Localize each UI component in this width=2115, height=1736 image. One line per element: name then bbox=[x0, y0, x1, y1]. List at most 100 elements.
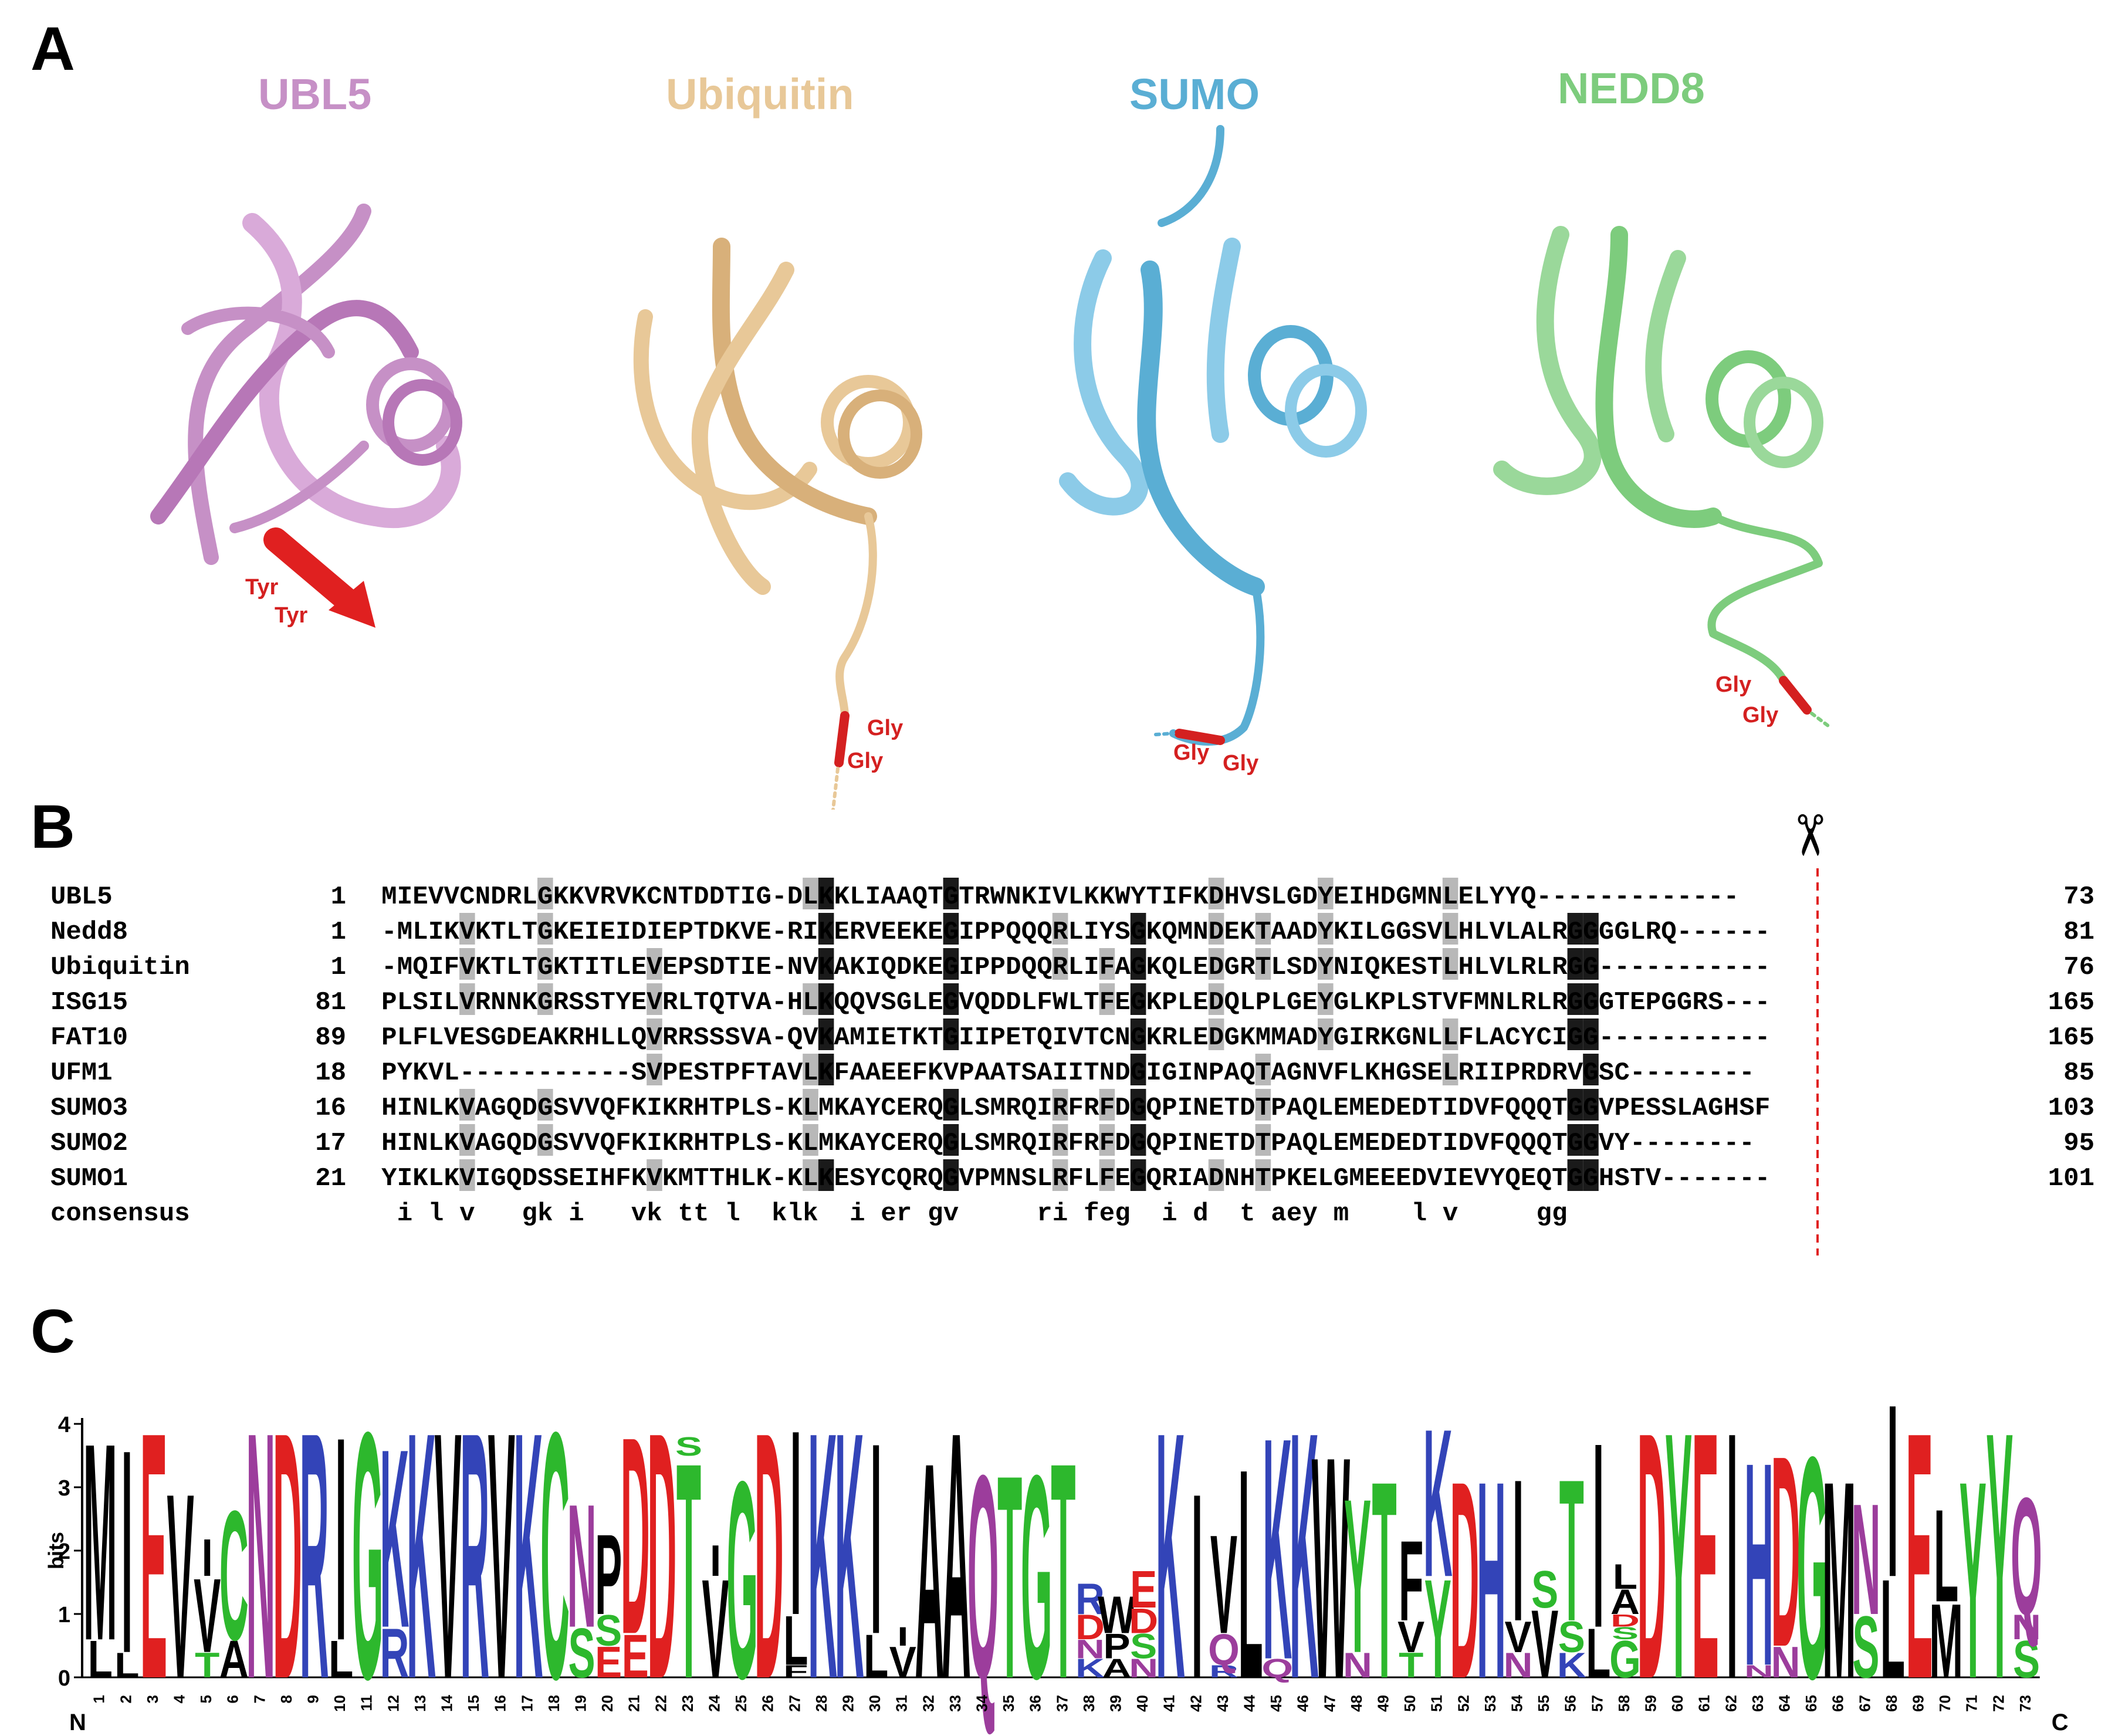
alignment-residue: - bbox=[459, 1058, 475, 1088]
alignment-residue: I bbox=[647, 918, 662, 947]
alignment-residue: T bbox=[1256, 1129, 1271, 1158]
alignment-residue: E bbox=[1630, 988, 1645, 1017]
alignment-residue: D bbox=[522, 1094, 537, 1123]
alignment-residue: E bbox=[756, 918, 771, 947]
alignment-residue: A bbox=[881, 882, 896, 912]
alignment-residue: V bbox=[1646, 1164, 1661, 1193]
alignment-residue: G bbox=[1583, 988, 1598, 1017]
alignment-residue: Q bbox=[1021, 1129, 1037, 1158]
logo-letter: N bbox=[1075, 1635, 1105, 1664]
alignment-residue: E bbox=[1630, 1094, 1645, 1123]
alignment-residue: - bbox=[1630, 882, 1645, 912]
alignment-residue: H bbox=[693, 1094, 709, 1123]
alignment-residue: N bbox=[1193, 1129, 1208, 1158]
alignment-residue: V bbox=[1240, 882, 1256, 912]
alignment-residue: G bbox=[1599, 988, 1614, 1017]
alignment-residue: H bbox=[1224, 882, 1239, 912]
alignment-residue: L bbox=[1177, 1023, 1193, 1053]
alignment-residue: R bbox=[1162, 1023, 1177, 1053]
alignment-residue: G bbox=[490, 1164, 506, 1193]
alignment-residue: K bbox=[1240, 1023, 1256, 1053]
alignment-residue: N bbox=[1193, 1058, 1208, 1088]
alignment-residue: G bbox=[1131, 1129, 1146, 1158]
alignment-residue: E bbox=[1302, 1164, 1317, 1193]
logo-letter: K bbox=[1263, 1372, 1292, 1725]
alignment-residue: P bbox=[990, 953, 1005, 982]
alignment-residue: K bbox=[818, 882, 834, 912]
alignment-residue: E bbox=[1334, 1094, 1349, 1123]
alignment-highlight-cell bbox=[1583, 1054, 1599, 1085]
alignment-residue: S bbox=[1412, 918, 1427, 947]
alignment-row-end: 76 bbox=[2063, 953, 2094, 982]
logo-letter: H bbox=[1744, 1402, 1774, 1726]
alignment-residue: I bbox=[1177, 1129, 1193, 1158]
alignment-residue: L bbox=[1084, 1164, 1099, 1193]
alignment-row-start: 21 bbox=[315, 1164, 346, 1193]
alignment-residue: P bbox=[1209, 1058, 1224, 1088]
alignment-residue: M bbox=[678, 1164, 693, 1193]
alignment-residue: I bbox=[1177, 1058, 1193, 1088]
alignment-residue: E bbox=[412, 882, 428, 912]
alignment-residue: I bbox=[1068, 1058, 1083, 1088]
alignment-residue: Q bbox=[1365, 953, 1380, 982]
alignment-residue: L bbox=[1505, 988, 1520, 1017]
alignment-highlight-cell bbox=[1442, 878, 1458, 909]
alignment-residue: V bbox=[584, 882, 600, 912]
alignment-residue: D bbox=[522, 1164, 537, 1193]
alignment-residue: P bbox=[1271, 1164, 1286, 1193]
alignment-residue: K bbox=[818, 918, 834, 947]
alignment-residue: L bbox=[506, 953, 522, 982]
alignment-residue: R bbox=[553, 988, 569, 1017]
alignment-highlight-cell bbox=[1208, 1018, 1224, 1050]
alignment-residue: K bbox=[662, 1129, 678, 1158]
logo-letter: K bbox=[1557, 1645, 1586, 1685]
logo-letter: F bbox=[783, 1662, 808, 1681]
alignment-residue: - bbox=[1599, 953, 1614, 982]
alignment-highlight-cell bbox=[459, 948, 475, 980]
alignment-consensus-residue: g bbox=[1552, 1199, 1567, 1229]
alignment-highlight-cell bbox=[1099, 983, 1115, 1015]
alignment-row-name: FAT10 bbox=[50, 1023, 128, 1053]
alignment-residue: K bbox=[1099, 882, 1115, 912]
alignment-residue: K bbox=[662, 1164, 678, 1193]
logo-letter: D bbox=[1129, 1601, 1158, 1641]
alignment-residue: Q bbox=[1521, 882, 1536, 912]
logo-position-label: 38 bbox=[1080, 1695, 1098, 1712]
alignment-residue: M bbox=[990, 1129, 1005, 1158]
nedd8-gly-label-1: Gly bbox=[1715, 672, 1752, 697]
logo-letter: N bbox=[1771, 1638, 1801, 1687]
alignment-residue: T bbox=[725, 988, 740, 1017]
alignment-residue: L bbox=[428, 1129, 444, 1158]
alignment-residue: F bbox=[412, 1023, 428, 1053]
alignment-residue: F bbox=[834, 1058, 849, 1088]
alignment-residue: M bbox=[1349, 1164, 1364, 1193]
alignment-residue: D bbox=[693, 882, 709, 912]
alignment-residue: V bbox=[1427, 918, 1443, 947]
alignment-residue: - bbox=[1755, 988, 1770, 1017]
alignment-consensus-residue: y bbox=[1302, 1199, 1317, 1229]
logo-position-label: 28 bbox=[813, 1695, 830, 1712]
alignment-residue: K bbox=[444, 1129, 459, 1158]
structure-title-ubiquitin: Ubiquitin bbox=[666, 70, 854, 119]
alignment-residue: I bbox=[584, 1164, 600, 1193]
logo-letter: S bbox=[1558, 1613, 1585, 1661]
alignment-residue: D bbox=[1536, 1058, 1551, 1088]
alignment-residue: - bbox=[1677, 1058, 1692, 1088]
logo-position-label: 58 bbox=[1615, 1695, 1633, 1712]
alignment-residue: S bbox=[725, 1023, 740, 1053]
alignment-residue: R bbox=[1006, 1094, 1021, 1123]
alignment-residue: T bbox=[709, 1058, 725, 1088]
alignment-residue: D bbox=[990, 988, 1005, 1017]
logo-position-label: 36 bbox=[1027, 1695, 1044, 1712]
alignment-residue: K bbox=[1380, 1023, 1396, 1053]
alignment-residue: G bbox=[896, 988, 912, 1017]
logo-position-label: 15 bbox=[465, 1695, 482, 1712]
alignment-residue: Y bbox=[1505, 882, 1521, 912]
alignment-residue: T bbox=[896, 1023, 912, 1053]
alignment-residue: - bbox=[1708, 1129, 1723, 1158]
alignment-residue: L bbox=[1271, 988, 1286, 1017]
alignment-residue: K bbox=[1146, 918, 1162, 947]
alignment-residue: C bbox=[647, 882, 662, 912]
logo-letter: A bbox=[1102, 1654, 1132, 1683]
